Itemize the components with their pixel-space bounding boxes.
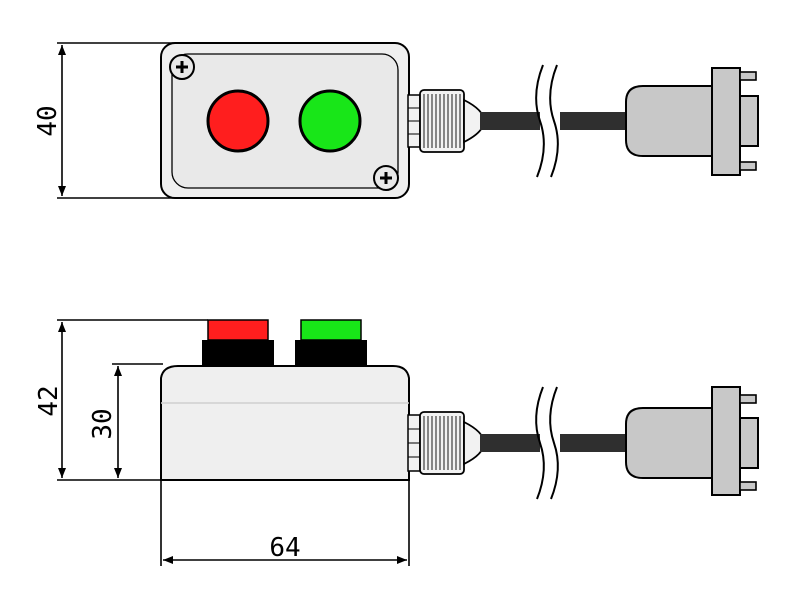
dimension-label-64: 64 xyxy=(269,533,300,563)
connector-top xyxy=(625,67,759,176)
cable-gland-side xyxy=(407,411,485,475)
screw-icon xyxy=(373,165,399,191)
green-button-side xyxy=(295,319,367,366)
green-button-top xyxy=(298,89,362,153)
dimension-total-height: 42 xyxy=(34,319,208,481)
red-button-top xyxy=(206,89,270,153)
dimension-width: 64 xyxy=(160,480,410,566)
dimension-height-top: 40 xyxy=(33,42,182,199)
dimension-label-30: 30 xyxy=(88,408,118,439)
housing-top xyxy=(160,42,410,199)
dimension-label-40: 40 xyxy=(33,105,63,136)
cable-side xyxy=(480,386,630,500)
dimension-body-height: 30 xyxy=(88,363,163,478)
top-view: 40 xyxy=(33,42,759,199)
red-button-side xyxy=(202,319,274,366)
connector-side xyxy=(625,386,759,496)
cable-top xyxy=(480,64,630,178)
side-view: 42 30 64 xyxy=(34,319,759,566)
screw-icon xyxy=(169,54,195,80)
dimension-label-42: 42 xyxy=(34,385,64,416)
housing-side xyxy=(160,365,410,481)
cable-gland-top xyxy=(407,89,485,153)
